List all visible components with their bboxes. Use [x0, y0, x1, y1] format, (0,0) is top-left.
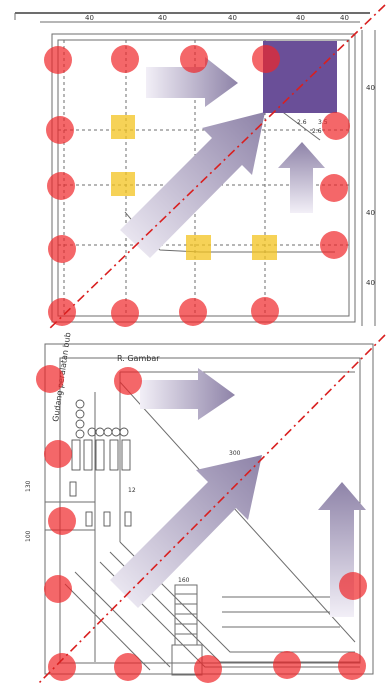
red-marker	[179, 298, 207, 326]
red-marker	[320, 174, 348, 202]
red-marker	[339, 572, 367, 600]
dimension-label: 40	[228, 14, 237, 22]
block-label: 2.6	[312, 128, 322, 135]
yellow-marker	[111, 115, 135, 139]
red-marker	[111, 45, 139, 73]
red-marker	[338, 652, 366, 680]
dimension-label: 40	[340, 14, 349, 22]
arrow-right	[146, 57, 238, 107]
sketch-number: 160	[178, 577, 190, 584]
sketch-number: 100	[25, 530, 32, 542]
dimension-label: 40	[158, 14, 167, 22]
block-label: 2.6	[297, 119, 307, 126]
red-marker	[36, 365, 64, 393]
dimension-label: 40	[85, 14, 94, 22]
red-marker	[44, 575, 72, 603]
yellow-marker	[186, 235, 211, 260]
red-marker	[44, 440, 72, 468]
bottom-floor-plan-svg: Gudang peralatan bubut R. Gambar 130 160…	[25, 332, 386, 685]
arrow-up	[278, 142, 325, 213]
red-marker	[46, 116, 74, 144]
yellow-marker	[111, 172, 135, 196]
sketch-numbers: 130 160 12 100 300	[25, 450, 241, 584]
red-marker	[48, 235, 76, 263]
red-marker	[194, 655, 222, 683]
arrow-diagonal-up-right	[110, 455, 262, 608]
red-marker	[48, 298, 76, 326]
red-marker	[251, 297, 279, 325]
red-marker	[48, 507, 76, 535]
dash-dot-axis	[37, 334, 386, 685]
red-marker	[180, 45, 208, 73]
red-marker	[322, 112, 350, 140]
dimension-label: 40	[296, 14, 305, 22]
red-marker	[111, 299, 139, 327]
arrow-diagonal-up-right	[120, 112, 265, 258]
equipment-sketch	[69, 399, 132, 527]
yellow-markers	[111, 115, 277, 260]
top-floor-plan-panel: 40 40 40 40 40 40 40 40 2.6 3.5 2.6	[0, 0, 390, 332]
dimension-labels: 40 40 40 40 40 40 40 40	[85, 14, 375, 287]
red-markers	[44, 45, 350, 327]
red-marker	[252, 45, 280, 73]
dash-dot-axis	[47, 4, 386, 331]
red-marker	[320, 231, 348, 259]
red-marker	[48, 653, 76, 681]
yellow-marker	[252, 235, 277, 260]
arrow-right	[140, 368, 235, 420]
dimension-label: 40	[366, 279, 375, 287]
dimension-label: 40	[366, 84, 375, 92]
top-floor-plan-svg: 40 40 40 40 40 40 40 40 2.6 3.5 2.6	[14, 4, 386, 331]
red-markers	[36, 365, 367, 683]
room-label-drawing: R. Gambar	[117, 354, 160, 363]
red-marker	[273, 651, 301, 679]
red-marker	[114, 367, 142, 395]
bottom-floor-plan-panel: Gudang peralatan bubut R. Gambar 130 160…	[0, 332, 390, 686]
sketch-number: 12	[128, 487, 136, 494]
red-marker	[44, 46, 72, 74]
sketch-number: 300	[229, 450, 241, 457]
dimension-label: 40	[366, 209, 375, 217]
sketch-number: 130	[25, 480, 32, 492]
red-marker	[114, 653, 142, 681]
red-marker	[47, 172, 75, 200]
